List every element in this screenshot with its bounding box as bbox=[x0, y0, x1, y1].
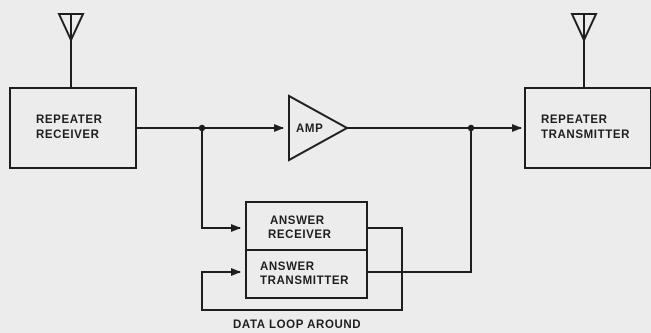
answer-receiver-label-2: RECEIVER bbox=[268, 229, 332, 241]
repeater-receiver-block bbox=[9, 87, 137, 169]
answer-receiver-label-1: ANSWER bbox=[270, 215, 325, 227]
repeater-receiver-label-2: RECEIVER bbox=[36, 129, 100, 141]
data-loop-around-label: DATA LOOP AROUND bbox=[233, 319, 361, 331]
repeater-transmitter-block bbox=[524, 87, 651, 169]
amp-block bbox=[288, 94, 350, 162]
branch-to-answer-receiver bbox=[201, 128, 241, 232]
repeater-receiver-label-1: REPEATER bbox=[36, 114, 103, 126]
repeater-transmitter-label-2: TRANSMITTER bbox=[541, 129, 630, 141]
right-antenna-icon bbox=[570, 13, 598, 88]
amp-label: AMP bbox=[296, 123, 323, 135]
answer-transmitter-label-1: ANSWER bbox=[260, 261, 315, 273]
answer-transmitter-label-2: TRANSMITTER bbox=[260, 275, 349, 287]
loop-label-bg bbox=[228, 316, 378, 332]
repeater-transmitter-label-1: REPEATER bbox=[541, 114, 608, 126]
answer-transmitter-output-line bbox=[367, 128, 472, 273]
data-loop-around-line bbox=[201, 227, 403, 311]
left-antenna-icon bbox=[57, 13, 85, 88]
